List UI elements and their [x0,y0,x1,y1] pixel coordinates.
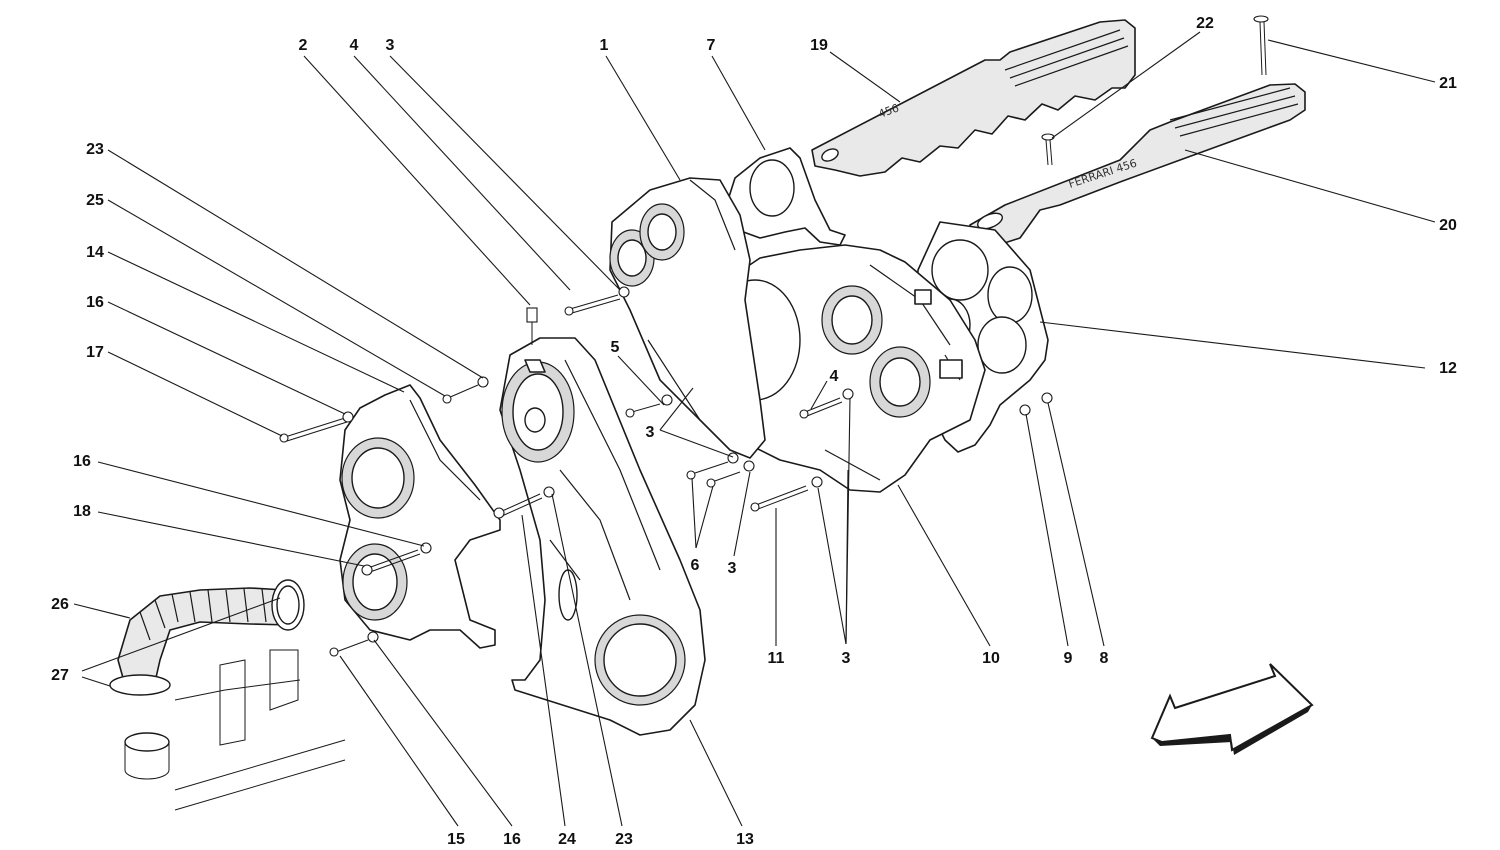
direction-arrow-icon [1150,663,1314,755]
callout-22: 22 [1196,15,1214,32]
callout-19: 19 [810,37,828,54]
air-hose-26 [109,579,305,696]
callout-3-bottom: 3 [842,650,851,667]
engine-cover-left: 456 [811,19,1136,177]
bolt-24 [493,486,555,519]
bolt-5 [625,394,673,418]
callout-4-mid: 4 [830,368,839,385]
callout-20: 20 [1439,217,1457,234]
timing-cover-10 [704,244,986,493]
callout-8: 8 [1100,650,1109,667]
callout-13: 13 [736,831,754,848]
callout-15: 15 [447,831,465,848]
callout-2: 2 [299,37,308,54]
callout-14: 14 [86,244,104,261]
bolt-18 [361,542,432,576]
bolt-17 [279,411,354,443]
screw-22 [1041,133,1055,166]
callout-23-bottom: 23 [615,831,633,848]
bolt-25 [442,376,489,404]
callout-16-mid: 16 [73,453,91,470]
callout-23-left: 23 [86,141,104,158]
callout-12: 12 [1439,360,1457,377]
bolt-6a [686,452,739,480]
callout-1: 1 [600,37,609,54]
screw-21 [1253,15,1269,76]
callout-3-top: 3 [386,37,395,54]
bolt-4-mid [799,388,854,419]
callout-21: 21 [1439,75,1457,92]
callout-4-top: 4 [350,37,359,54]
bolt-8 [1019,392,1053,416]
callout-5: 5 [611,339,620,356]
callout-10: 10 [982,650,1000,667]
callout-3-mid: 3 [728,560,737,577]
callout-3-left: 3 [646,424,655,441]
timing-cover-1 [609,177,766,459]
bolt-11 [750,476,823,512]
leader-lines [73,31,1436,827]
callout-7: 7 [707,37,716,54]
bolt-6b [706,460,755,488]
bolt-15 [329,631,379,657]
callout-27: 27 [51,667,69,684]
callout-16-top: 16 [86,294,104,311]
callout-24: 24 [558,831,576,848]
timing-cover-13 [499,337,706,736]
callout-11: 11 [768,650,785,667]
callout-18: 18 [73,503,91,520]
callout-labels: 2 4 3 1 7 19 22 21 20 12 23 25 14 16 17 … [51,15,1457,848]
bolt-4-top [564,286,630,316]
timing-cover-14 [339,384,501,649]
bolts [279,286,1053,657]
callout-6: 6 [691,557,700,574]
sensor-2 [526,307,538,345]
engine-cover-right: FERRARI 456 [969,83,1306,247]
gasket-7 [727,147,846,246]
callout-26: 26 [51,596,69,613]
callout-17: 17 [86,344,104,361]
callout-16-bottom: 16 [503,831,521,848]
callout-9: 9 [1064,650,1073,667]
engine-bracket-ghost [124,649,346,811]
callout-25: 25 [86,192,104,209]
